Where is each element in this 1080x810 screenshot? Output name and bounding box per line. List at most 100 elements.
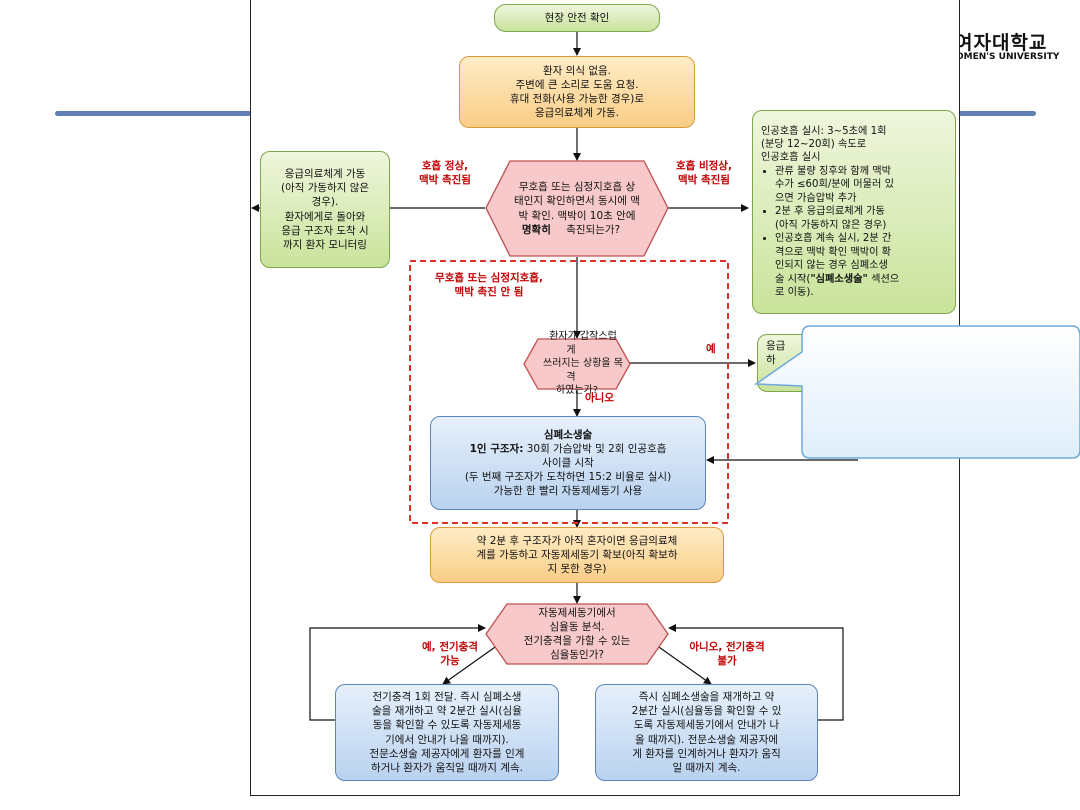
callout-bubble (753, 325, 1080, 459)
bullet-line: 인공호흡 계속 실시, 2분 간 (775, 233, 892, 245)
label-line: 아니오, 전기충격 (689, 641, 765, 653)
noshock-line: 2분간 실시(심율동을 확인할 수 있 (631, 705, 782, 718)
rescue-intro-line: 인공호흡 실시 (761, 152, 821, 164)
decision3-line: 심율동 분석. (549, 620, 605, 633)
decision1-line: 태인지 확인하면서 동시에 맥 (514, 195, 640, 208)
left-box-line: 응급의료체계 가동 (284, 167, 366, 180)
noshock-line: 게 환자를 인계하거나 환자가 움직 (632, 747, 781, 760)
bullet-line: 술 시작( (775, 273, 811, 285)
bullet-line: 2분 후 응급의료체계 가동 (775, 206, 885, 218)
rescue-bullet-list: 관류 불량 징후와 함께 맥박 수가 ≤60회/분에 머물러 있 으면 가슴압박… (761, 165, 899, 300)
aed-line: 약 2분 후 구조자가 아직 혼자이면 응급의료체 (476, 534, 678, 547)
shock-line: 기에서 안내가 나올 때까지). (385, 733, 509, 746)
start-text: 현장 안전 확인 (544, 11, 610, 24)
bullet-line: 수가 ≤60회/분에 머물러 있 (775, 179, 894, 191)
witnessed-collapse-decision: 환자가 갑작스럽게 쓰러지는 상황을 목격 하였는가? (523, 331, 631, 396)
decision3-line: 자동제세동기에서 (538, 606, 616, 619)
shock-line: 술을 재개하고 약 2분간 실시(심율 (372, 705, 522, 718)
label-line: 맥박 촉진 안 됨 (454, 285, 524, 298)
decor-bar-left (55, 111, 251, 116)
cpr-title: 심폐소생술 (543, 428, 593, 441)
decision2-line: 환자가 갑작스럽게 (549, 331, 617, 356)
label-not-shockable: 아니오, 전기충격 불가 (672, 641, 782, 668)
partial-line: 하 (766, 354, 776, 367)
noshock-line: 일 때까지 계속. (672, 761, 741, 774)
shock-deliver-box: 전기충격 1회 전달. 즉시 심폐소생 술을 재개하고 약 2분간 실시(심율 … (335, 684, 559, 781)
noshock-line: 도록 자동제세동기에서 안내가 나 (633, 719, 780, 732)
cpr-emphasis: 1인 구조자: (469, 442, 524, 455)
decision1-emphasis: 명확히 (521, 223, 551, 236)
decision3-line: 전기충격을 가할 수 있는 (523, 635, 631, 647)
bullet-line: 으면 가슴압박 추가 (775, 192, 857, 204)
decision-hexagon-shape (523, 338, 631, 390)
decision1-line: 촉진되는가? (562, 223, 621, 236)
start-box: 현장 안전 확인 (494, 4, 660, 32)
cpr-text: 30회 가슴압박 및 2회 인공호흡 (523, 442, 667, 455)
cpr-line: 사이클 시작 (542, 456, 594, 469)
step1-line: 환자 의식 없음. (543, 64, 611, 77)
monitor-patient-box: 응급의료체계 가동 (아직 가동하지 않은 경우). 환자에게로 돌아와 응급 … (260, 151, 390, 268)
decision2-text: 환자가 갑작스럽게 쓰러지는 상황을 목격 하였는가? (523, 330, 631, 398)
label-line: 호흡 비정상, (676, 160, 732, 172)
rescue-intro-line: 인공호흡 실시: 3~5초에 1회 (761, 125, 887, 137)
unresponsive-box: 환자 의식 없음. 주변에 큰 소리로 도움 요청. 휴대 전화(사용 가능한 … (459, 56, 695, 128)
rescue-breathing-box: 인공호흡 실시: 3~5초에 1회 (분당 12~20회) 속도로 인공호흡 실… (752, 110, 956, 314)
decision1-line: 무호흡 또는 심정지호흡 상 (518, 181, 636, 194)
decision1-text: 무호흡 또는 심정지호흡 상 태인지 확인하면서 동시에 맥 박 확인. 맥박이… (490, 180, 664, 237)
decor-bar-right (958, 111, 1036, 116)
label-abnormal-breathing: 호흡 비정상, 맥박 촉진됨 (662, 160, 746, 187)
shock-line: 하거나 환자가 움직일 때까지 계속. (371, 761, 523, 774)
bullet-line: 섹션으 (867, 273, 900, 285)
label-line: 가능 (440, 654, 460, 667)
rescue-bullet: 2분 후 응급의료체계 가동 (아직 가동하지 않은 경우) (775, 205, 899, 232)
rescue-intro-line: (분당 12~20회) 속도로 (761, 139, 867, 150)
university-name-english: OMEN'S UNIVERSITY (956, 52, 1060, 62)
decision2-line: 하였는가? (555, 385, 599, 397)
bullet-line: 로 이동). (775, 286, 814, 298)
label-line: 맥박 촉진됨 (678, 173, 730, 186)
shock-line: 동을 확인할 수 있도록 자동제세동 (372, 719, 522, 732)
cpr-line: 1인 구조자: 30회 가슴압박 및 2회 인공호흡 (470, 442, 667, 456)
cpr-line: (두 번째 구조자가 도착하면 15:2 비율로 실시) (464, 471, 672, 484)
left-box-line: (아직 가동하지 않은 (280, 182, 370, 195)
label-line: 불가 (717, 654, 737, 667)
left-box-line: 환자에게로 돌아와 (284, 210, 366, 223)
bullet-line: (아직 가동하지 않은 경우) (775, 219, 887, 231)
left-box-line: 까지 환자 모니터링 (283, 238, 367, 251)
label-line: 예, 전기충격 (422, 641, 478, 653)
noshock-line: 올 때까지). 전문소생술 제공자에 (634, 733, 779, 746)
left-box-line: 응급 구조자 도착 시 (281, 224, 369, 237)
decision-hexagon-shape (485, 603, 669, 665)
bullet-emphasis: "심폐소생술" (810, 273, 868, 285)
no-shock-box: 즉시 심폐소생술을 재개하고 약 2분간 실시(심율동을 확인할 수 있 도록 … (595, 684, 818, 781)
decision1-line: 박 확인. 맥박이 10초 안에 (518, 209, 636, 222)
bullet-line: 격으로 맥박 확인 맥박이 확 (775, 246, 892, 258)
university-name-korean: 여자대학교 (955, 32, 1048, 54)
aed-line: 지 못한 경우) (547, 563, 607, 576)
label-line: 호흡 정상, (421, 160, 469, 172)
shockable-rhythm-decision: 자동제세동기에서 심율동 분석. 전기충격을 가할 수 있는 심율동인가? (485, 603, 669, 665)
breathing-pulse-decision: 무호흡 또는 심정지호흡 상 태인지 확인하면서 동시에 맥 박 확인. 맥박이… (485, 160, 669, 257)
decision2-line: 쓰러지는 상황을 목격 (543, 358, 623, 383)
step1-line: 응급의료체계 가동. (535, 107, 619, 120)
decision-hexagon-shape (485, 160, 669, 257)
rescue-bullet: 인공호흡 계속 실시, 2분 간 격으로 맥박 확인 맥박이 확 인되지 않는 … (775, 232, 899, 299)
cpr-box: 심폐소생술 1인 구조자: 30회 가슴압박 및 2회 인공호흡 사이클 시작 … (430, 416, 706, 510)
shock-line: 전기충격 1회 전달. 즉시 심폐소생 (372, 690, 522, 703)
label-line: 무호흡 또는 심정지호흡, (435, 272, 543, 284)
shock-line: 전문소생술 제공자에게 환자를 인계 (369, 747, 525, 760)
label-no: 아니오 (585, 392, 614, 404)
bullet-line: 관류 불량 징후와 함께 맥박 (775, 165, 892, 177)
label-yes: 예 (706, 343, 716, 355)
label-line: 맥박 촉진됨 (419, 173, 471, 186)
step1-line: 주변에 큰 소리로 도움 요청. (515, 78, 639, 91)
label-normal-breathing: 호흡 정상, 맥박 촉진됨 (405, 160, 485, 187)
decision3-line: 심율동인가? (550, 649, 604, 662)
label-no-breathing-no-pulse: 무호흡 또는 심정지호흡, 맥박 촉진 안 됨 (414, 272, 564, 299)
bullet-line: 인되지 않는 경우 심폐소생 (775, 260, 888, 272)
noshock-line: 즉시 심폐소생술을 재개하고 약 (638, 690, 775, 703)
step1-line: 휴대 전화(사용 가능한 경우)로 (509, 93, 645, 105)
decision3-text: 자동제세동기에서 심율동 분석. 전기충격을 가할 수 있는 심율동인가? (500, 606, 655, 663)
aed-retrieval-box: 약 2분 후 구조자가 아직 혼자이면 응급의료체 계를 가동하고 자동제세동기… (430, 527, 724, 583)
